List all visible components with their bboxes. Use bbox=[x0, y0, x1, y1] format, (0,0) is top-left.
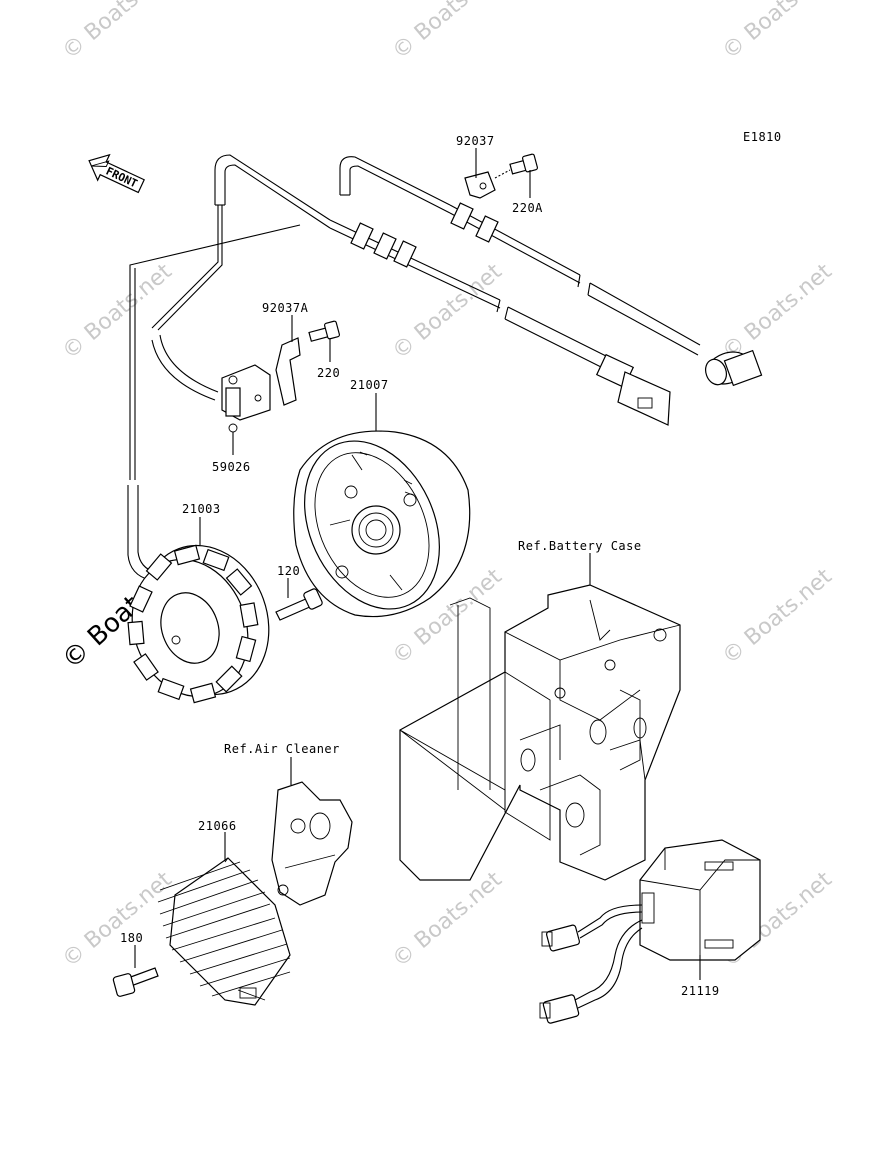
label-21119: 21119 bbox=[681, 984, 720, 998]
watermark: © Boats.net bbox=[58, 0, 177, 65]
label-120: 120 bbox=[277, 564, 300, 578]
bolt-180: 180 bbox=[112, 931, 159, 997]
watermark: © Boats.net bbox=[718, 259, 837, 365]
watermark: © Boats.net bbox=[58, 867, 177, 973]
bracket-92037A: 92037A bbox=[262, 301, 309, 406]
sensor-59026: 59026 bbox=[151, 334, 271, 474]
air-cleaner-bracket: Ref.Air Cleaner bbox=[224, 742, 353, 906]
watermark: © Boats.net bbox=[718, 564, 837, 670]
bolt-220: 220 bbox=[308, 320, 341, 380]
regulator-21066: 21066 bbox=[157, 819, 291, 1006]
watermark: © Boats.net bbox=[718, 0, 837, 65]
cdi-unit-21119: 21119 bbox=[539, 839, 761, 1024]
label-59026: 59026 bbox=[212, 460, 251, 474]
label-air-cleaner: Ref.Air Cleaner bbox=[224, 742, 340, 756]
wiring-harness bbox=[129, 154, 763, 480]
watermark: © Boats.net bbox=[388, 867, 507, 973]
front-label: FRONT bbox=[104, 165, 140, 191]
stator-21003: 21003 bbox=[127, 485, 270, 704]
rotor-21007: 21007 bbox=[293, 378, 471, 618]
label-220A: 220A bbox=[512, 201, 543, 215]
bolt-220A: 220A bbox=[494, 153, 543, 215]
battery-case: Ref.Battery Case bbox=[399, 539, 681, 881]
bolt-120: 120 bbox=[275, 564, 323, 621]
label-21007: 21007 bbox=[350, 378, 389, 392]
regulator-fins bbox=[157, 857, 291, 1001]
label-92037A: 92037A bbox=[262, 301, 309, 315]
label-220: 220 bbox=[317, 366, 340, 380]
label-21066: 21066 bbox=[198, 819, 237, 833]
watermark: © Boats.net bbox=[58, 259, 177, 365]
label-180: 180 bbox=[120, 931, 143, 945]
label-battery-case: Ref.Battery Case bbox=[518, 539, 642, 553]
diagram-code: E1810 bbox=[743, 130, 782, 144]
watermark: © Boats.net bbox=[388, 0, 507, 65]
front-arrow: FRONT bbox=[88, 153, 145, 194]
clamp-92037: 92037 bbox=[456, 134, 496, 199]
stator-teeth bbox=[127, 544, 259, 704]
label-92037: 92037 bbox=[456, 134, 495, 148]
label-21003: 21003 bbox=[182, 502, 221, 516]
